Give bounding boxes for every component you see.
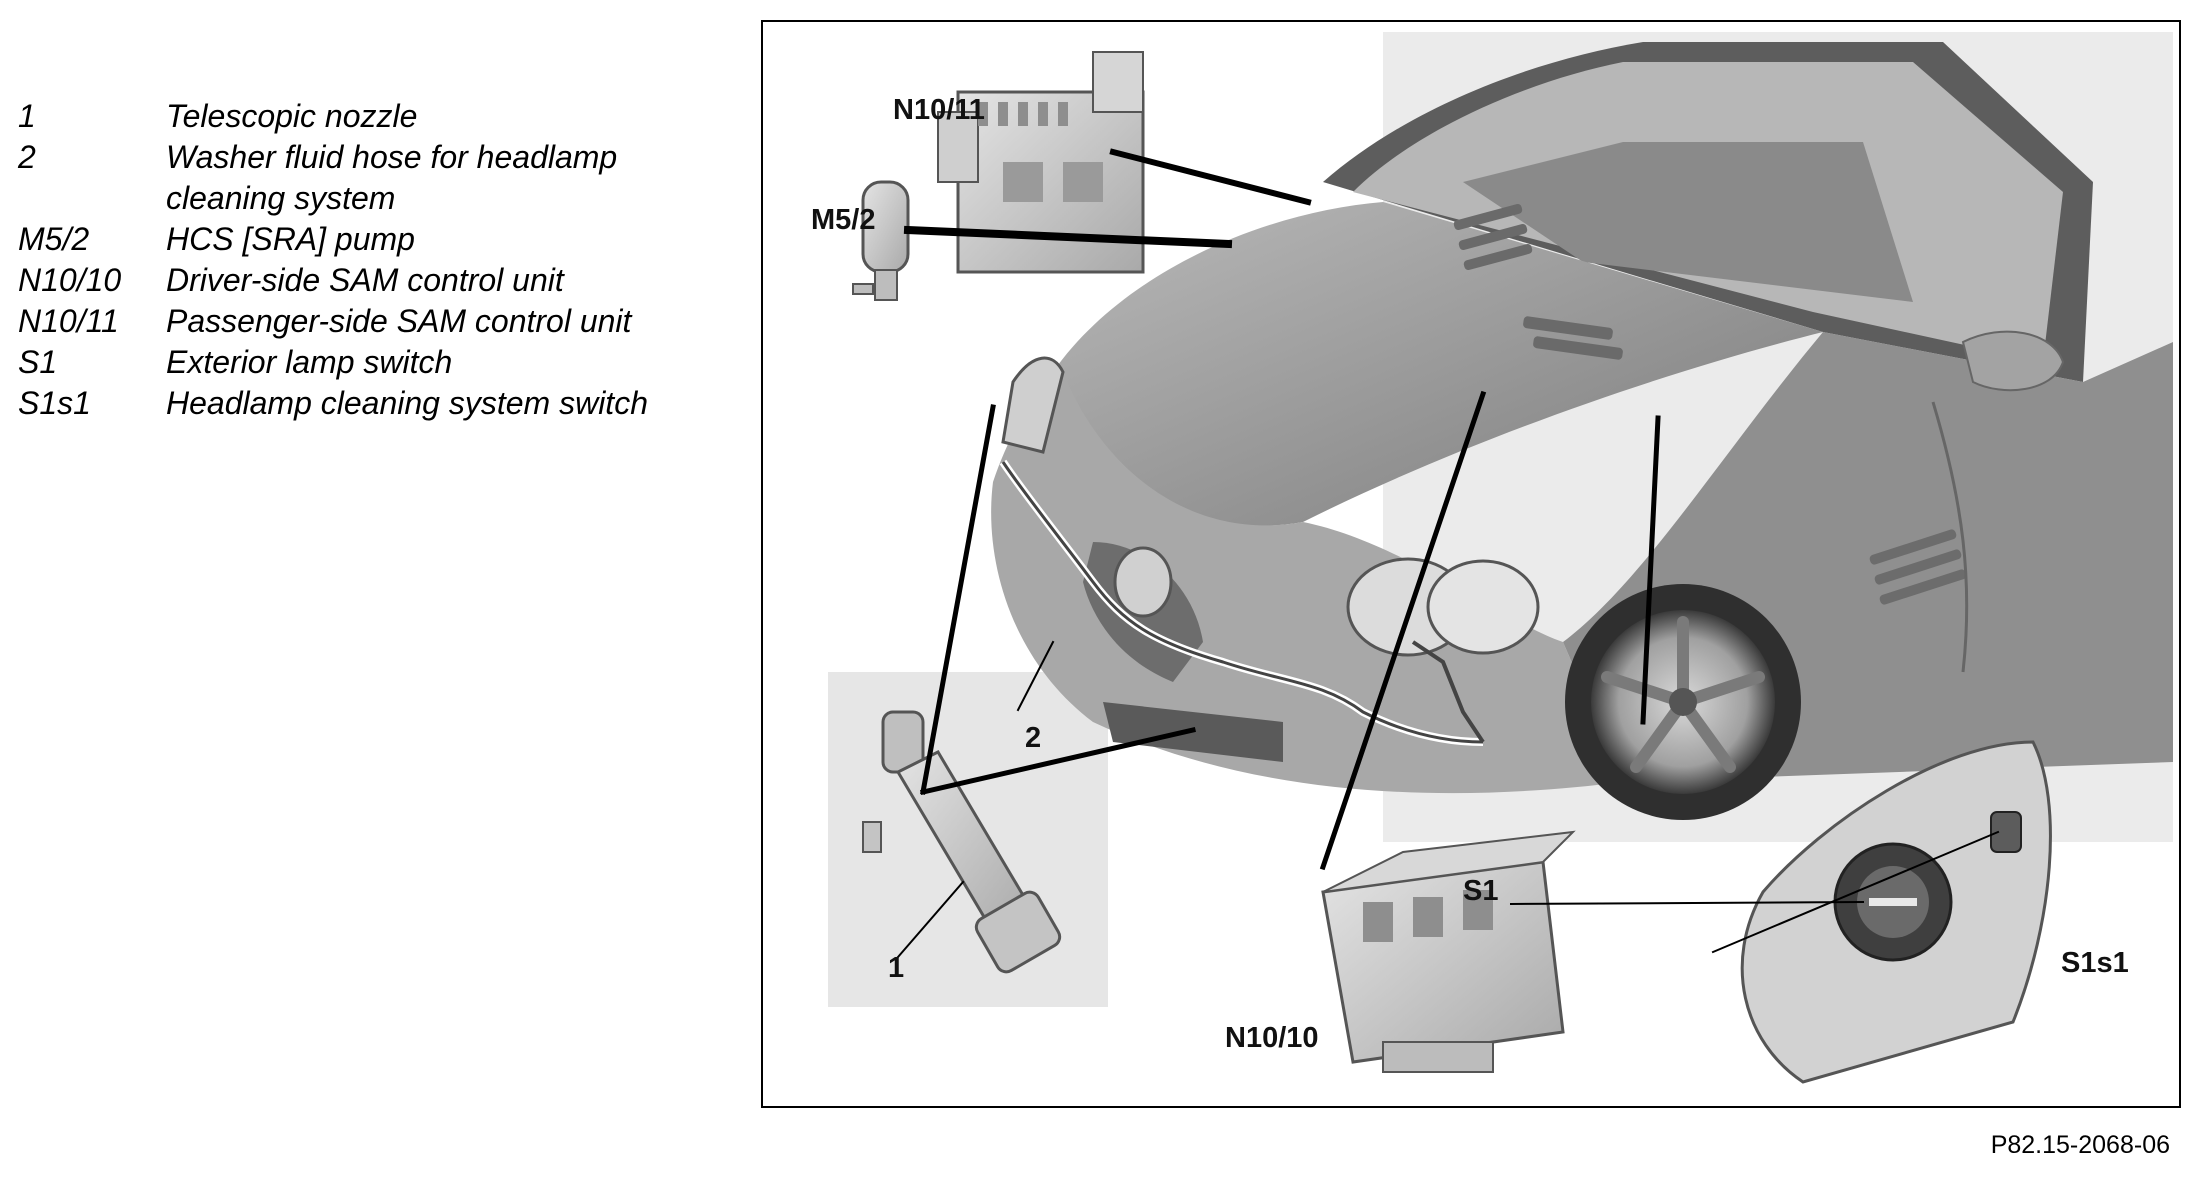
exterior-lamp-switch-illustration [1740,740,2052,1084]
leader-lines [896,148,2000,959]
legend-key: 2 [18,139,36,175]
legend-row: S1s1 Headlamp cleaning system switch [18,383,718,424]
legend-key: S1 [18,344,58,380]
legend-row: S1 Exterior lamp switch [18,342,718,383]
legend-key: N10/11 [18,303,119,339]
diagram-frame: N10/11 M5/2 2 1 N10/10 S1 S1s1 [761,20,2181,1108]
legend-key: N10/10 [18,262,122,298]
legend-text: Driver-side SAM control unit [166,262,564,298]
telescopic-nozzle-illustration [862,710,1062,974]
figure-code: P82.15-2068-06 [1990,1131,2170,1159]
callout-2: 2 [1025,722,1041,754]
legend: 1 Telescopic nozzle 2 Washer fluid hose … [18,96,718,424]
legend-row: M5/2 HCS [SRA] pump [18,219,718,260]
legend-key: M5/2 [18,221,90,257]
callout-m5-2: M5/2 [811,204,875,236]
legend-key: S1s1 [18,385,91,421]
callout-s1: S1 [1463,875,1498,907]
legend-text: Telescopic nozzle [166,98,418,134]
callout-n10-10: N10/10 [1225,1022,1319,1054]
legend-row: 2 Washer fluid hose for headlamp cleanin… [18,137,718,219]
component-diagram: N10/11 M5/2 2 1 N10/10 S1 S1s1 [811,32,2173,1084]
callout-s1s1: S1s1 [2061,947,2129,979]
legend-text: Washer fluid hose for headlamp cleaning … [166,139,618,216]
legend-row: N10/11 Passenger-side SAM control unit [18,301,718,342]
passenger-sam-control-unit-illustration [937,51,1145,274]
hcs-pump-illustration [852,180,910,301]
legend-text: Exterior lamp switch [166,344,453,380]
legend-key: 1 [18,98,36,134]
callout-1: 1 [888,952,904,984]
legend-row: N10/10 Driver-side SAM control unit [18,260,718,301]
car-illustration [991,42,2173,820]
legend-row: 1 Telescopic nozzle [18,96,718,137]
legend-text: HCS [SRA] pump [166,221,415,257]
driver-sam-control-unit-illustration [1321,830,1576,1073]
legend-text: Headlamp cleaning system switch [166,385,648,421]
legend-text: Passenger-side SAM control unit [166,303,632,339]
callout-n10-11: N10/11 [893,94,985,126]
